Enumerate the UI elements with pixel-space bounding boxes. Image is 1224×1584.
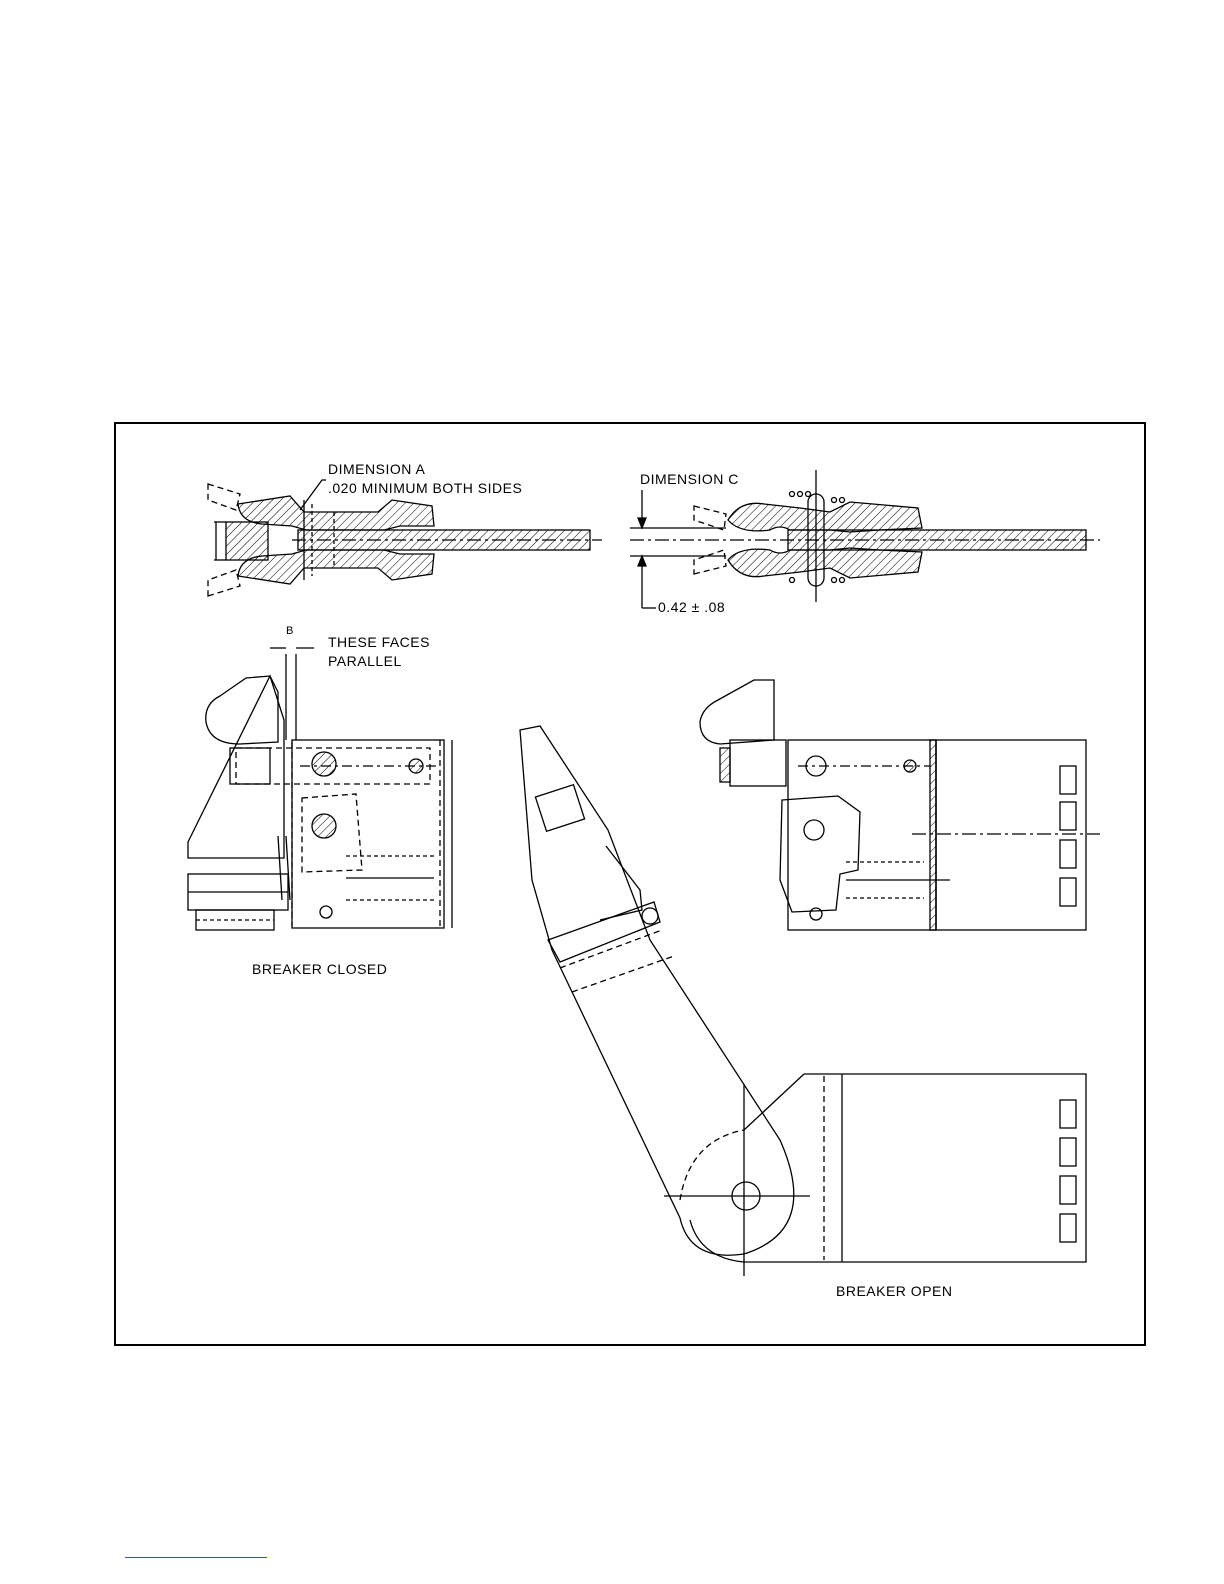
footer-rule [125,1557,267,1558]
label-faces-line1: THESE FACES [328,634,430,650]
contact-detail-dimension-c [630,470,1100,608]
label-faces-line2: PARALLEL [328,653,402,669]
breaker-closed-assembly [188,648,452,930]
label-breaker-closed: BREAKER CLOSED [252,961,387,977]
label-dimension-c: DIMENSION C [640,471,739,487]
label-dimension-c-value: 0.42 ± .08 [658,599,725,615]
label-dimension-a: DIMENSION A [328,461,425,477]
label-dimension-a-note: .020 MINIMUM BOTH SIDES [328,480,522,496]
breaker-open-assembly [520,726,1086,1276]
breaker-side-assembly [700,680,1100,930]
contact-detail-dimension-a [208,480,602,596]
label-dimension-b: B [286,625,294,637]
label-breaker-open: BREAKER OPEN [836,1283,952,1299]
